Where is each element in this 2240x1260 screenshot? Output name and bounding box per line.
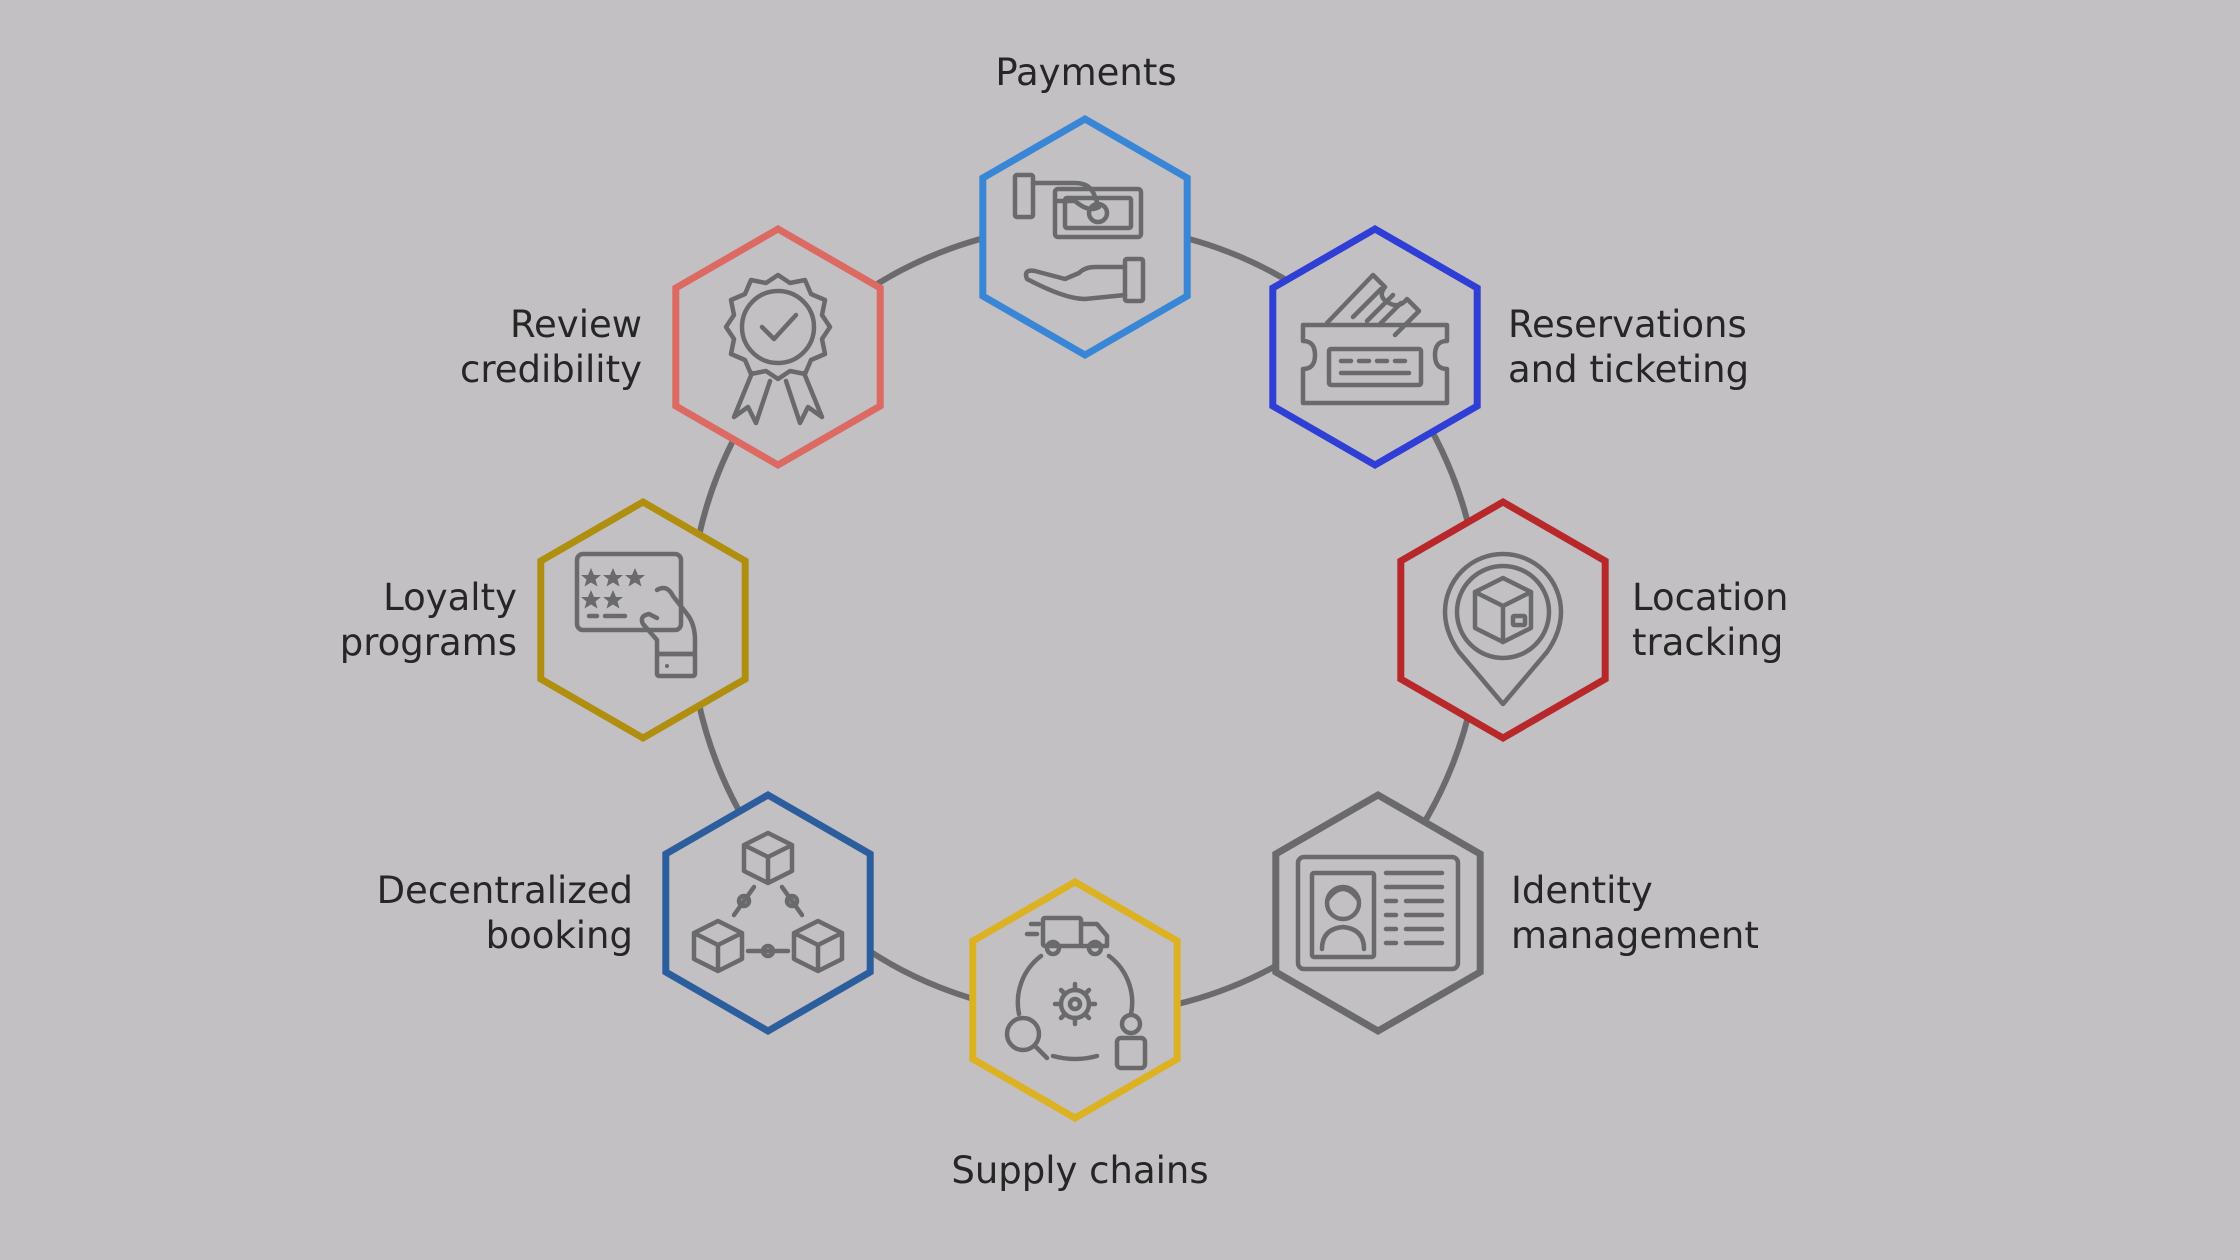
hexagon-decentralized <box>662 790 874 1036</box>
label-loyalty: Loyalty programs <box>340 575 517 665</box>
hexagon-identity <box>1272 790 1484 1036</box>
node-review <box>672 224 884 470</box>
node-location <box>1397 497 1609 743</box>
award-badge-icon <box>723 272 833 426</box>
location-pin-box-icon <box>1442 551 1564 707</box>
node-reservations <box>1269 224 1481 470</box>
label-reservations-line-1: Reservations <box>1508 303 1747 346</box>
ticket-icon <box>1300 272 1450 406</box>
label-identity: Identity management <box>1511 868 1759 958</box>
label-review: Review credibility <box>460 302 642 392</box>
label-reservations: Reservations and ticketing <box>1508 302 1749 392</box>
label-reservations-line-2: and ticketing <box>1508 348 1750 391</box>
id-card-icon <box>1295 854 1461 972</box>
label-location-line-2: tracking <box>1632 621 1784 664</box>
label-payments: Payments <box>991 50 1181 95</box>
label-review-line-1: Review <box>509 303 642 346</box>
label-decentralized-line-1: Decentralized <box>376 869 633 912</box>
hexagon-review <box>672 224 884 470</box>
label-identity-line-2: management <box>1511 914 1759 957</box>
label-supply-line-1: Supply chains <box>951 1149 1209 1192</box>
node-identity <box>1272 790 1484 1036</box>
blockchain-icon <box>691 830 845 974</box>
node-payments <box>979 114 1191 360</box>
label-payments-line-1: Payments <box>995 51 1177 94</box>
label-location-line-1: Location <box>1632 576 1789 619</box>
hand-money-icon <box>1012 172 1146 304</box>
supply-chain-icon <box>1004 915 1148 1071</box>
label-review-line-2: credibility <box>459 348 642 391</box>
label-identity-line-1: Identity <box>1511 869 1653 912</box>
label-decentralized: Decentralized booking <box>377 868 633 958</box>
node-decentralized <box>662 790 874 1036</box>
node-supply <box>969 877 1181 1123</box>
label-loyalty-line-1: Loyalty <box>383 576 517 619</box>
label-decentralized-line-2: booking <box>485 914 633 957</box>
label-location: Location tracking <box>1632 575 1789 665</box>
loyalty-card-icon <box>574 551 698 679</box>
label-supply: Supply chains <box>920 1148 1240 1193</box>
label-loyalty-line-2: programs <box>339 621 517 664</box>
node-loyalty <box>537 497 749 743</box>
